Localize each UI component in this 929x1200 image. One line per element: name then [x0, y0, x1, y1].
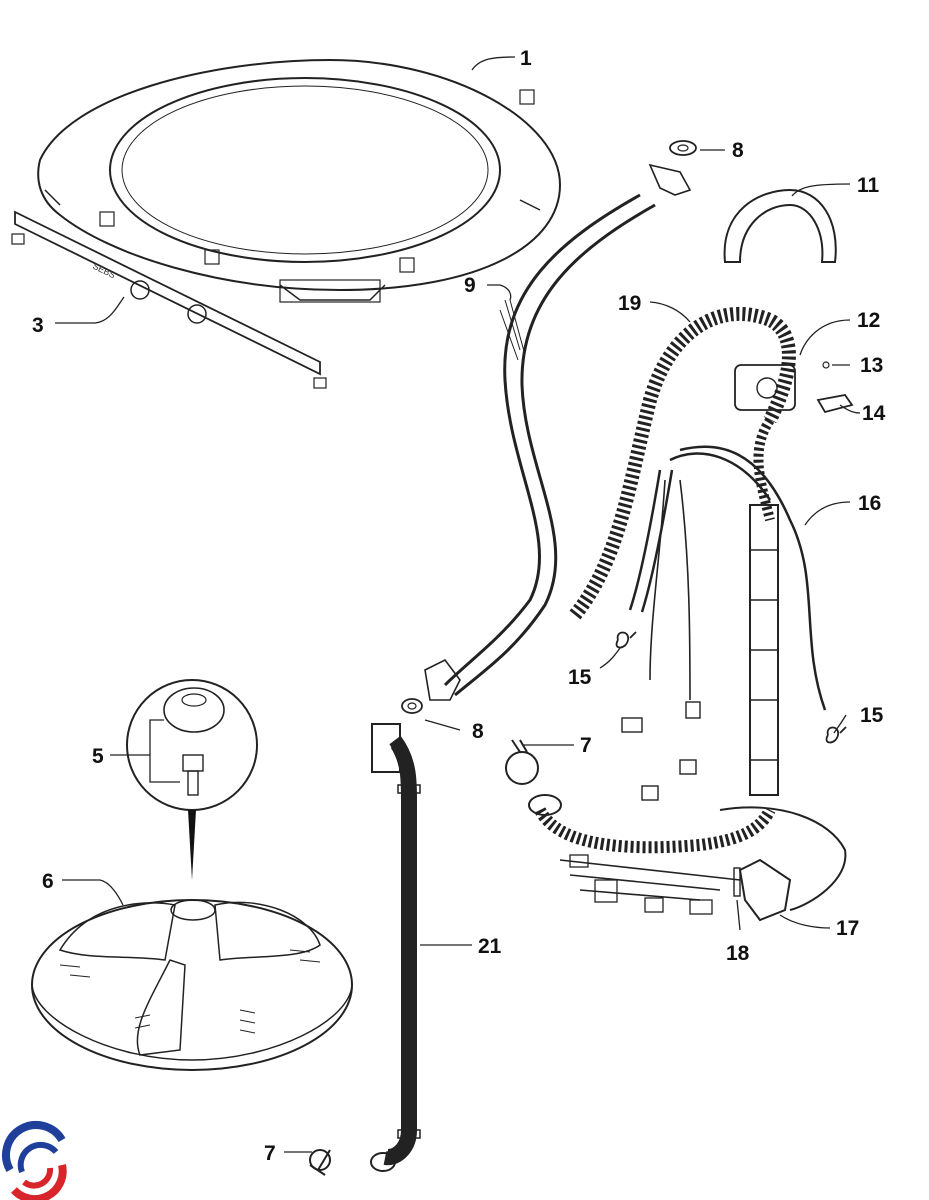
callout-9: 9	[464, 274, 476, 297]
callout-15-upper: 15	[568, 666, 592, 689]
part-21-drain-hose	[370, 723, 421, 1172]
part-14-clip	[816, 394, 854, 414]
callout-3: 3	[32, 314, 44, 337]
callout-12: 12	[857, 309, 880, 332]
callout-17: 17	[836, 917, 859, 940]
part-16-tubing-and-harness	[621, 445, 827, 801]
bar-text: SEBS	[91, 261, 117, 281]
callout-16: 16	[858, 492, 881, 515]
callout-5: 5	[92, 745, 104, 768]
part-17-drain-assembly	[528, 794, 847, 922]
part-13-small-ring	[822, 361, 830, 369]
callout-13: 13	[860, 354, 883, 377]
callout-14: 14	[862, 402, 886, 425]
callout-8-lower: 8	[472, 720, 484, 743]
part-1-tub-ring	[37, 58, 562, 303]
part-8-washers	[401, 140, 697, 714]
part-19-corrugated-hose	[569, 306, 796, 620]
callout-21: 21	[478, 935, 502, 958]
callout-11: 11	[857, 174, 880, 197]
part-11-clamp	[723, 188, 837, 263]
brand-logo-icon	[2, 1120, 67, 1200]
part-15-clip-lower	[825, 726, 847, 744]
part-5-cap-and-bolt	[126, 679, 258, 880]
part-12-pressure-switch	[734, 364, 796, 411]
part-9-inlet-hose	[424, 163, 692, 701]
callout-18: 18	[726, 942, 750, 965]
callout-7-lower: 7	[264, 1142, 276, 1165]
callout-19: 19	[618, 292, 641, 315]
callout-labels: 1 3 5 6 7 7 8 8 9 11 12 13 14 15 15 16 1…	[32, 47, 886, 1165]
callout-7-upper: 7	[580, 734, 592, 757]
part-18-screw	[733, 867, 741, 897]
leader-lines	[55, 56, 861, 1153]
callout-6: 6	[42, 870, 54, 893]
callout-1: 1	[520, 47, 532, 70]
callout-8-upper: 8	[732, 139, 744, 162]
part-3-support-bar: SEBS	[11, 210, 327, 389]
part-15-clip-upper	[615, 631, 637, 649]
pointer-triangle	[188, 810, 196, 880]
callout-15-lower: 15	[860, 704, 884, 727]
part-6-impeller	[31, 899, 353, 1071]
part-7-hose-clamp-upper	[505, 739, 539, 785]
part-7-hose-clamp-lower	[309, 1149, 331, 1176]
